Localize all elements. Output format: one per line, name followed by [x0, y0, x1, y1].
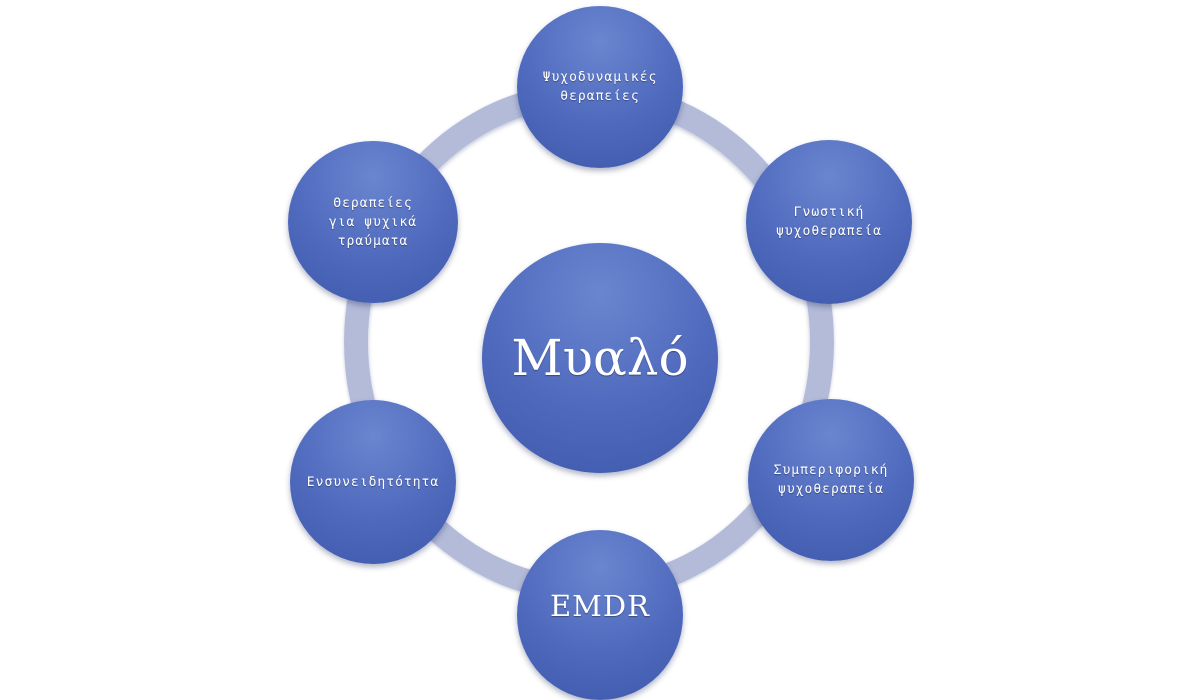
node-label: Ψυχοδυναμικές θεραπείες [542, 70, 658, 104]
node-trauma-therapies: Θεραπείες για ψυχικά τραύματα [288, 141, 458, 303]
center-node-mind: Μυαλό [482, 243, 718, 473]
node-psychodynamic-therapies: Ψυχοδυναμικές θεραπείες [517, 6, 683, 168]
node-label: EMDR [550, 589, 650, 623]
node-cognitive-psychotherapy: Γνωστική ψυχοθεραπεία [746, 140, 912, 304]
node-label: Ενσυνειδητότητα [306, 474, 440, 490]
node-label: Συμπεριφορική ψυχοθεραπεία [773, 463, 889, 497]
node-mindfulness: Ενσυνειδητότητα [290, 400, 456, 564]
node-emdr: EMDR [517, 530, 683, 700]
node-label: Θεραπείες για ψυχικά τραύματα [328, 195, 418, 249]
center-node-label: Μυαλό [511, 329, 689, 387]
node-label: Γνωστική ψυχοθεραπεία [776, 205, 882, 239]
node-behavioral-psychotherapy: Συμπεριφορική ψυχοθεραπεία [748, 399, 914, 561]
